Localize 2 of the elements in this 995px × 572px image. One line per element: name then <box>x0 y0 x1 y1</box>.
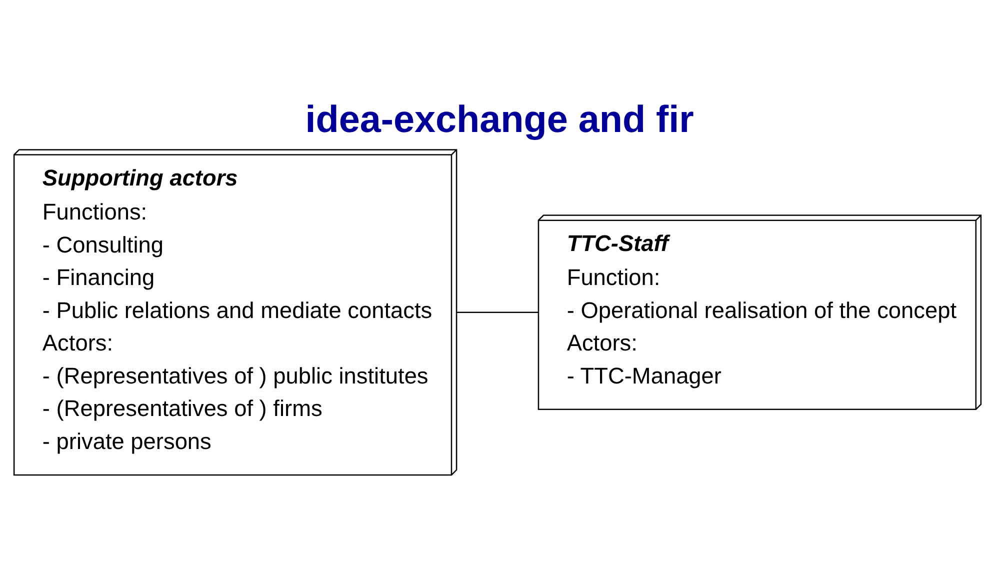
diagram-title: idea-exchange and fir <box>305 98 694 141</box>
connector <box>456 311 538 312</box>
